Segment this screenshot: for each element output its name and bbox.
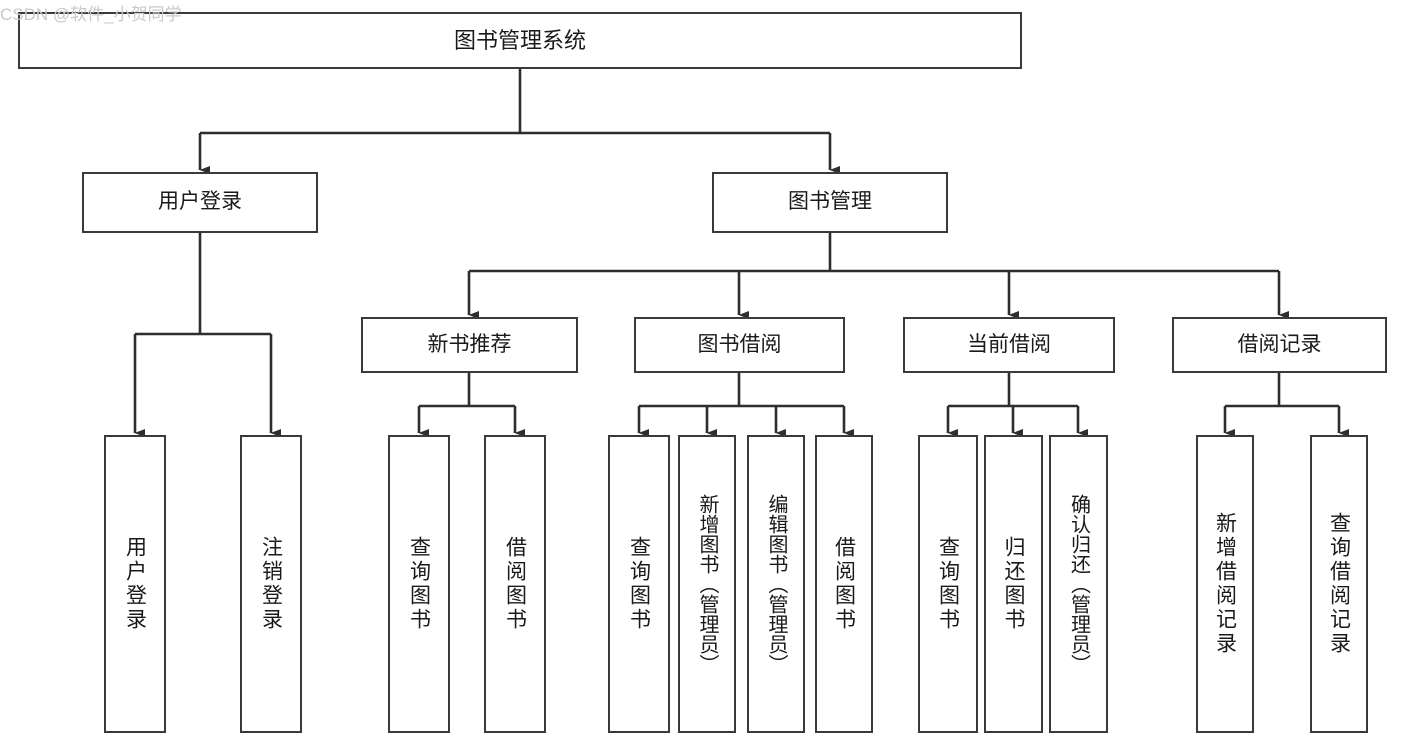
node-book-management[interactable]: 图书管理 — [712, 172, 948, 233]
node-label: 当前借阅 — [967, 332, 1051, 356]
node-label: 新书推荐 — [427, 332, 512, 356]
node-user-login[interactable]: 用户登录 — [82, 172, 318, 233]
node-leaf-add-borrow-record[interactable]: 新增借阅记录 — [1196, 435, 1254, 733]
node-label: 借阅记录 — [1237, 332, 1322, 356]
node-book-borrow[interactable]: 图书借阅 — [634, 317, 845, 373]
node-root[interactable]: 图书管理系统 — [18, 12, 1022, 69]
node-label: 图书借阅 — [697, 332, 782, 356]
node-leaf-add-book[interactable]: 新增图书（管理员） — [678, 435, 736, 733]
node-leaf-edit-book[interactable]: 编辑图书（管理员） — [747, 435, 805, 733]
node-leaf-query-book-3[interactable]: 查询图书 — [918, 435, 978, 733]
node-label: 借阅图书 — [503, 536, 527, 632]
connector-group — [133, 69, 1350, 438]
node-leaf-logout[interactable]: 注销登录 — [240, 435, 302, 733]
node-label: 用户登录 — [123, 536, 147, 632]
node-leaf-return-book[interactable]: 归还图书 — [984, 435, 1043, 733]
node-leaf-query-book-1[interactable]: 查询图书 — [388, 435, 450, 733]
node-new-book-recommend[interactable]: 新书推荐 — [361, 317, 578, 373]
node-label: 图书管理系统 — [453, 27, 586, 53]
node-label: 注销登录 — [259, 536, 283, 632]
node-label: 查询图书 — [627, 536, 651, 632]
node-label: 图书管理 — [788, 190, 872, 214]
node-label: 确认归还（管理员） — [1067, 494, 1090, 674]
node-leaf-query-borrow-record[interactable]: 查询借阅记录 — [1310, 435, 1368, 733]
node-label: 查询图书 — [407, 536, 431, 632]
node-borrow-record[interactable]: 借阅记录 — [1172, 317, 1387, 373]
node-current-borrow[interactable]: 当前借阅 — [903, 317, 1115, 373]
node-leaf-confirm-return[interactable]: 确认归还（管理员） — [1049, 435, 1108, 733]
node-label: 归还图书 — [1002, 536, 1025, 632]
node-leaf-borrow-book-1[interactable]: 借阅图书 — [484, 435, 546, 733]
node-leaf-borrow-book-2[interactable]: 借阅图书 — [815, 435, 873, 733]
node-label: 新增图书（管理员） — [696, 494, 718, 674]
node-label: 查询图书 — [936, 536, 960, 632]
node-leaf-query-book-2[interactable]: 查询图书 — [608, 435, 670, 733]
node-leaf-user-login[interactable]: 用户登录 — [104, 435, 166, 733]
node-label: 用户登录 — [158, 190, 242, 214]
node-label: 编辑图书（管理员） — [765, 494, 787, 674]
node-label: 借阅图书 — [832, 536, 856, 632]
node-label: 查询借阅记录 — [1327, 512, 1351, 656]
watermark-csdn: CSDN @软件_小贺同学 — [0, 5, 182, 24]
node-label: 新增借阅记录 — [1213, 512, 1237, 656]
